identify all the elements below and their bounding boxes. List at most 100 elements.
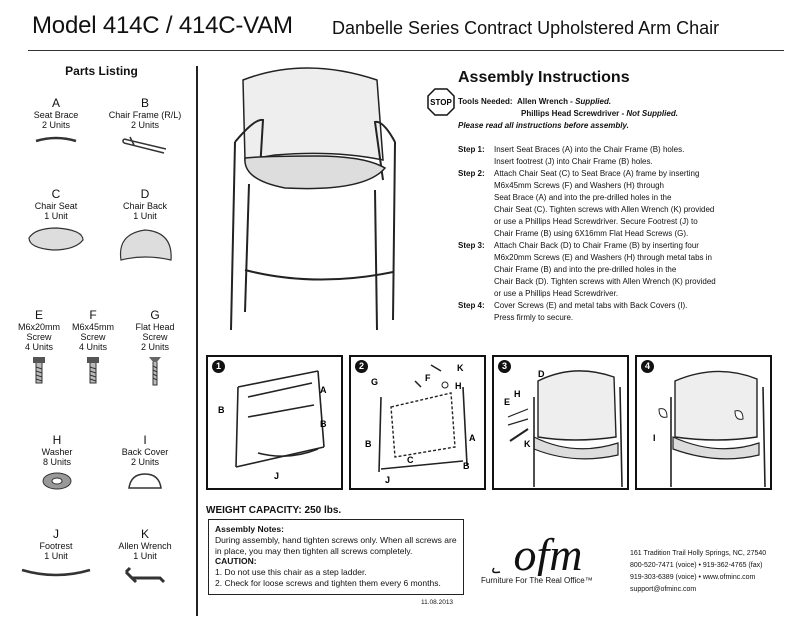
panel-step-4: 4 I bbox=[635, 355, 772, 490]
step-1-diagram: A B B J bbox=[218, 370, 327, 481]
tool-allen-note: Supplied. bbox=[575, 97, 612, 106]
diagram-label: F bbox=[425, 373, 431, 383]
contact-email: support@ofminc.com bbox=[630, 586, 697, 593]
diagram-label: B bbox=[463, 461, 470, 471]
revision-date: 11.08.2013 bbox=[421, 599, 454, 606]
part-b: B Chair Frame (R/L) 2 Units bbox=[105, 97, 185, 155]
part-a: A Seat Brace 2 Units bbox=[25, 97, 87, 147]
step-line: M6x20mm Screws (E) and Washers (H) throu… bbox=[494, 253, 712, 262]
panel-number: 3 bbox=[498, 360, 511, 373]
part-name: Flat Head Screw bbox=[135, 322, 175, 342]
part-qty: 1 Unit bbox=[44, 551, 68, 561]
diagram-label: B bbox=[320, 419, 327, 429]
step-line: Chair Frame (B) and into the pre-drilled… bbox=[494, 265, 677, 274]
tool-phillips: Phillips Head Screwdriver - bbox=[521, 109, 627, 118]
logo-text: ofm bbox=[514, 529, 583, 576]
ofm-logo: ofm bbox=[492, 529, 583, 576]
diagram-label: C bbox=[407, 455, 414, 465]
step-line: or use a Phillips Head Screwdriver. Secu… bbox=[494, 217, 698, 226]
tools-needed: Tools Needed: Allen Wrench - Supplied. P… bbox=[458, 96, 678, 132]
part-name: Footrest bbox=[39, 541, 73, 551]
stop-sign-icon: STOP bbox=[427, 88, 455, 116]
diagram-label: K bbox=[524, 439, 531, 449]
panel-step-3: 3 D H E K bbox=[492, 355, 629, 490]
assembly-title: Assembly Instructions bbox=[458, 69, 630, 86]
part-name: Chair Frame (R/L) bbox=[108, 110, 182, 120]
contact-address: 161 Tradition Trail Holly Springs, NC, 2… bbox=[630, 550, 767, 557]
diagram-label: J bbox=[385, 475, 390, 485]
part-qty: 2 Units bbox=[140, 342, 169, 352]
tool-allen: Allen Wrench - bbox=[516, 97, 576, 106]
diagram-label: J bbox=[274, 471, 279, 481]
step-label: Step 3: bbox=[458, 241, 485, 250]
panel-number: 2 bbox=[355, 360, 368, 373]
diagram-label: H bbox=[514, 389, 521, 399]
step-line: Attach Chair Seat (C) to Seat Brace (A) … bbox=[494, 169, 700, 178]
chair-frame-icon bbox=[122, 136, 167, 154]
part-qty: 2 Units bbox=[130, 457, 159, 467]
panel-step-1: 1 A B B J bbox=[206, 355, 343, 490]
part-letter: A bbox=[51, 96, 60, 110]
header-divider bbox=[28, 50, 784, 51]
step-line: Chair Seat (C). Tighten screws with Alle… bbox=[494, 205, 715, 214]
footrest-icon bbox=[21, 568, 91, 577]
part-h: H Washer 8 Units bbox=[28, 434, 86, 492]
step-line: Press firmly to secure. bbox=[494, 313, 574, 322]
notes-body: During assembly, hand tighten screws onl… bbox=[215, 534, 457, 556]
steps-list: Step 1: Insert Seat Braces (A) into the … bbox=[458, 144, 716, 324]
chair-seat-icon bbox=[28, 227, 84, 251]
step-line: Insert Seat Braces (A) into the Chair Fr… bbox=[494, 145, 685, 154]
part-name: Chair Seat bbox=[34, 201, 78, 211]
panel-number: 1 bbox=[212, 360, 225, 373]
diagram-label: D bbox=[538, 369, 545, 379]
contact-info: 161 Tradition Trail Holly Springs, NC, 2… bbox=[630, 548, 766, 596]
part-qty: 2 Units bbox=[130, 120, 159, 130]
flat-head-screw-icon bbox=[149, 357, 161, 386]
diagram-label: B bbox=[365, 439, 372, 449]
column-divider bbox=[196, 66, 198, 616]
notes-title: Assembly Notes: bbox=[215, 524, 284, 534]
diagram-label: B bbox=[218, 405, 225, 415]
part-letter: I bbox=[143, 433, 147, 447]
panel-number: 4 bbox=[641, 360, 654, 373]
diagram-label: K bbox=[457, 363, 464, 373]
part-letter: F bbox=[89, 308, 97, 322]
logo-tagline: Furniture For The Real Office™ bbox=[481, 576, 593, 585]
part-name: Back Cover bbox=[121, 447, 169, 457]
part-qty: 4 Units bbox=[24, 342, 53, 352]
weight-capacity: WEIGHT CAPACITY: 250 lbs. bbox=[206, 505, 342, 516]
hex-screw-icon bbox=[33, 357, 45, 384]
part-letter: K bbox=[140, 527, 149, 541]
part-qty: 4 Units bbox=[78, 342, 107, 352]
part-i: I Back Cover 2 Units bbox=[114, 434, 176, 492]
part-qty: 1 Unit bbox=[133, 551, 157, 561]
step-line: Cover Screws (E) and metal tabs with Bac… bbox=[494, 301, 688, 310]
part-qty: 8 Units bbox=[42, 457, 71, 467]
contact-phone: 800-520-7471 (voice) • 919-362-4765 (fax… bbox=[630, 562, 763, 569]
step-3: Step 3: Attach Chair Back (D) to Chair F… bbox=[458, 240, 716, 300]
step-line: Insert footrest (J) into Chair Frame (B)… bbox=[494, 157, 653, 166]
part-qty: 1 Unit bbox=[44, 211, 68, 221]
part-j: J Footrest 1 Unit bbox=[20, 528, 92, 580]
diagram-label: A bbox=[320, 385, 327, 395]
part-g: G Flat Head Screw 2 Units bbox=[130, 309, 180, 387]
step-label: Step 2: bbox=[458, 169, 485, 178]
step-line: Seat Brace (A) and into the pre-drilled … bbox=[494, 193, 672, 202]
step-line: Attach Chair Back (D) to Chair Frame (B)… bbox=[494, 241, 699, 250]
washer-icon bbox=[42, 472, 72, 490]
step-label: Step 1: bbox=[458, 145, 485, 154]
diagram-label: G bbox=[371, 377, 378, 387]
tools-label: Tools Needed: bbox=[458, 97, 513, 106]
part-qty: 1 Unit bbox=[133, 211, 157, 221]
model-title: Model 414C / 414C-VAM bbox=[32, 12, 293, 39]
step-line: or use a Phillips Head Screwdriver. bbox=[494, 289, 619, 298]
part-letter: G bbox=[150, 308, 160, 322]
part-letter: D bbox=[140, 187, 150, 201]
back-cover-icon bbox=[128, 473, 162, 489]
caution-title: CAUTION: bbox=[215, 556, 257, 567]
part-name: M6x45mm Screw bbox=[72, 322, 115, 342]
part-c: C Chair Seat 1 Unit bbox=[25, 188, 87, 254]
read-note: Please read all instructions before asse… bbox=[458, 121, 629, 130]
tool-phillips-note: Not Supplied. bbox=[626, 109, 678, 118]
part-letter: C bbox=[51, 187, 61, 201]
